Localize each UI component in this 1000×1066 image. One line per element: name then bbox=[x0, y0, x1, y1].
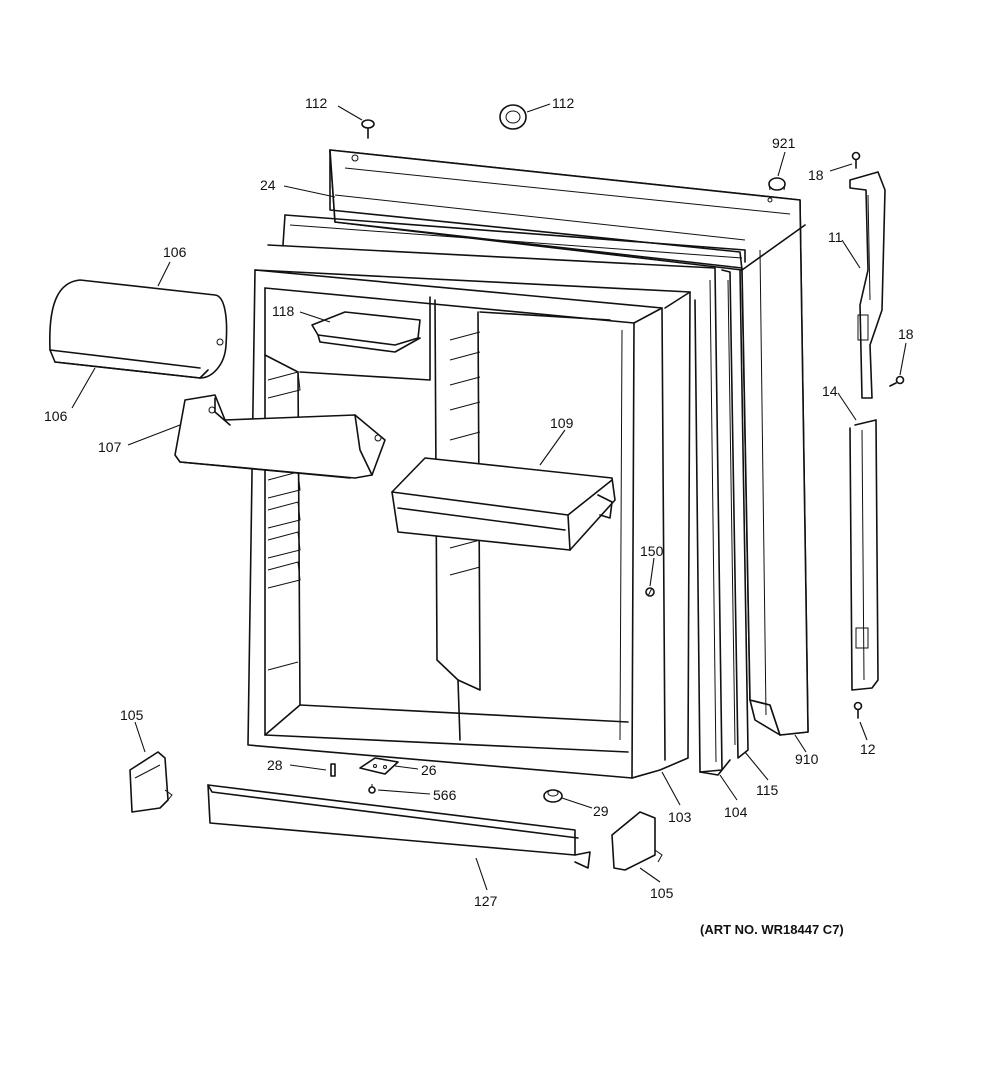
callout-112-screw: 112 bbox=[305, 95, 328, 111]
callout-29: 29 bbox=[593, 803, 609, 819]
art-number-note: (ART NO. WR18447 C7) bbox=[700, 922, 844, 937]
callout-18-side: 18 bbox=[898, 326, 914, 342]
callout-921: 921 bbox=[772, 135, 796, 151]
breaker-strips-104-115 bbox=[267, 244, 749, 776]
callout-106-top: 106 bbox=[163, 244, 187, 260]
plug-112 bbox=[499, 104, 527, 130]
callout-18-top: 18 bbox=[808, 167, 824, 183]
bin-107 bbox=[174, 394, 386, 479]
callout-115: 115 bbox=[756, 782, 779, 798]
callout-28: 28 bbox=[267, 757, 283, 773]
callout-150: 150 bbox=[640, 543, 664, 559]
callout-103: 103 bbox=[668, 809, 692, 825]
gasket-24 bbox=[282, 214, 746, 263]
plate-26 bbox=[359, 757, 399, 775]
outer-door-910 bbox=[329, 149, 809, 736]
callout-11: 11 bbox=[828, 229, 843, 245]
callout-118: 118 bbox=[272, 303, 295, 319]
callout-910: 910 bbox=[795, 751, 819, 767]
bottom-trim-127 bbox=[207, 784, 591, 869]
screw-18-side bbox=[889, 375, 905, 387]
screw-150 bbox=[645, 587, 655, 597]
shelf-118 bbox=[311, 311, 421, 353]
hinge-11 bbox=[849, 171, 886, 399]
screw-566 bbox=[368, 784, 376, 794]
callout-105-left: 105 bbox=[120, 707, 144, 723]
screw-18-top bbox=[851, 151, 861, 169]
pin-28 bbox=[330, 763, 336, 777]
callout-106-bottom: 106 bbox=[44, 408, 68, 424]
callout-labels: 112 112 921 18 24 11 106 118 18 14 106 1… bbox=[44, 95, 914, 909]
hinge-cover-105-right bbox=[611, 811, 663, 871]
plug-921 bbox=[768, 177, 786, 191]
hinge-cover-105-left bbox=[129, 751, 173, 813]
callout-24: 24 bbox=[260, 177, 276, 193]
callout-127: 127 bbox=[474, 893, 498, 909]
grommet-29 bbox=[543, 789, 563, 803]
callout-12: 12 bbox=[860, 741, 876, 757]
callout-566: 566 bbox=[433, 787, 457, 803]
callout-105-right: 105 bbox=[650, 885, 674, 901]
leader-lines bbox=[71, 103, 907, 891]
callout-109: 109 bbox=[550, 415, 574, 431]
bin-109 bbox=[391, 457, 616, 551]
hinge-pin-14 bbox=[849, 419, 879, 691]
butter-compartment-106 bbox=[49, 279, 228, 379]
callout-26: 26 bbox=[421, 762, 437, 778]
callout-14: 14 bbox=[822, 383, 838, 399]
callout-107: 107 bbox=[98, 439, 122, 455]
callout-112-plug: 112 bbox=[552, 95, 575, 111]
screw-112 bbox=[361, 119, 375, 139]
screw-12 bbox=[853, 701, 863, 719]
callout-104: 104 bbox=[724, 804, 748, 820]
